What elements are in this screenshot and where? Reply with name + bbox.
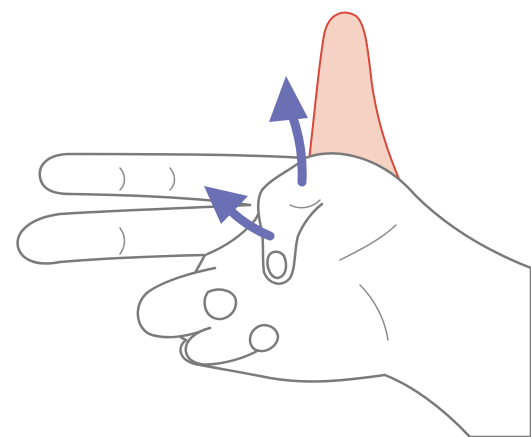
little-finger-tip xyxy=(250,325,278,351)
thumb-nail xyxy=(267,252,286,278)
hand-outline xyxy=(18,153,531,437)
ring-finger-tip xyxy=(205,290,236,319)
